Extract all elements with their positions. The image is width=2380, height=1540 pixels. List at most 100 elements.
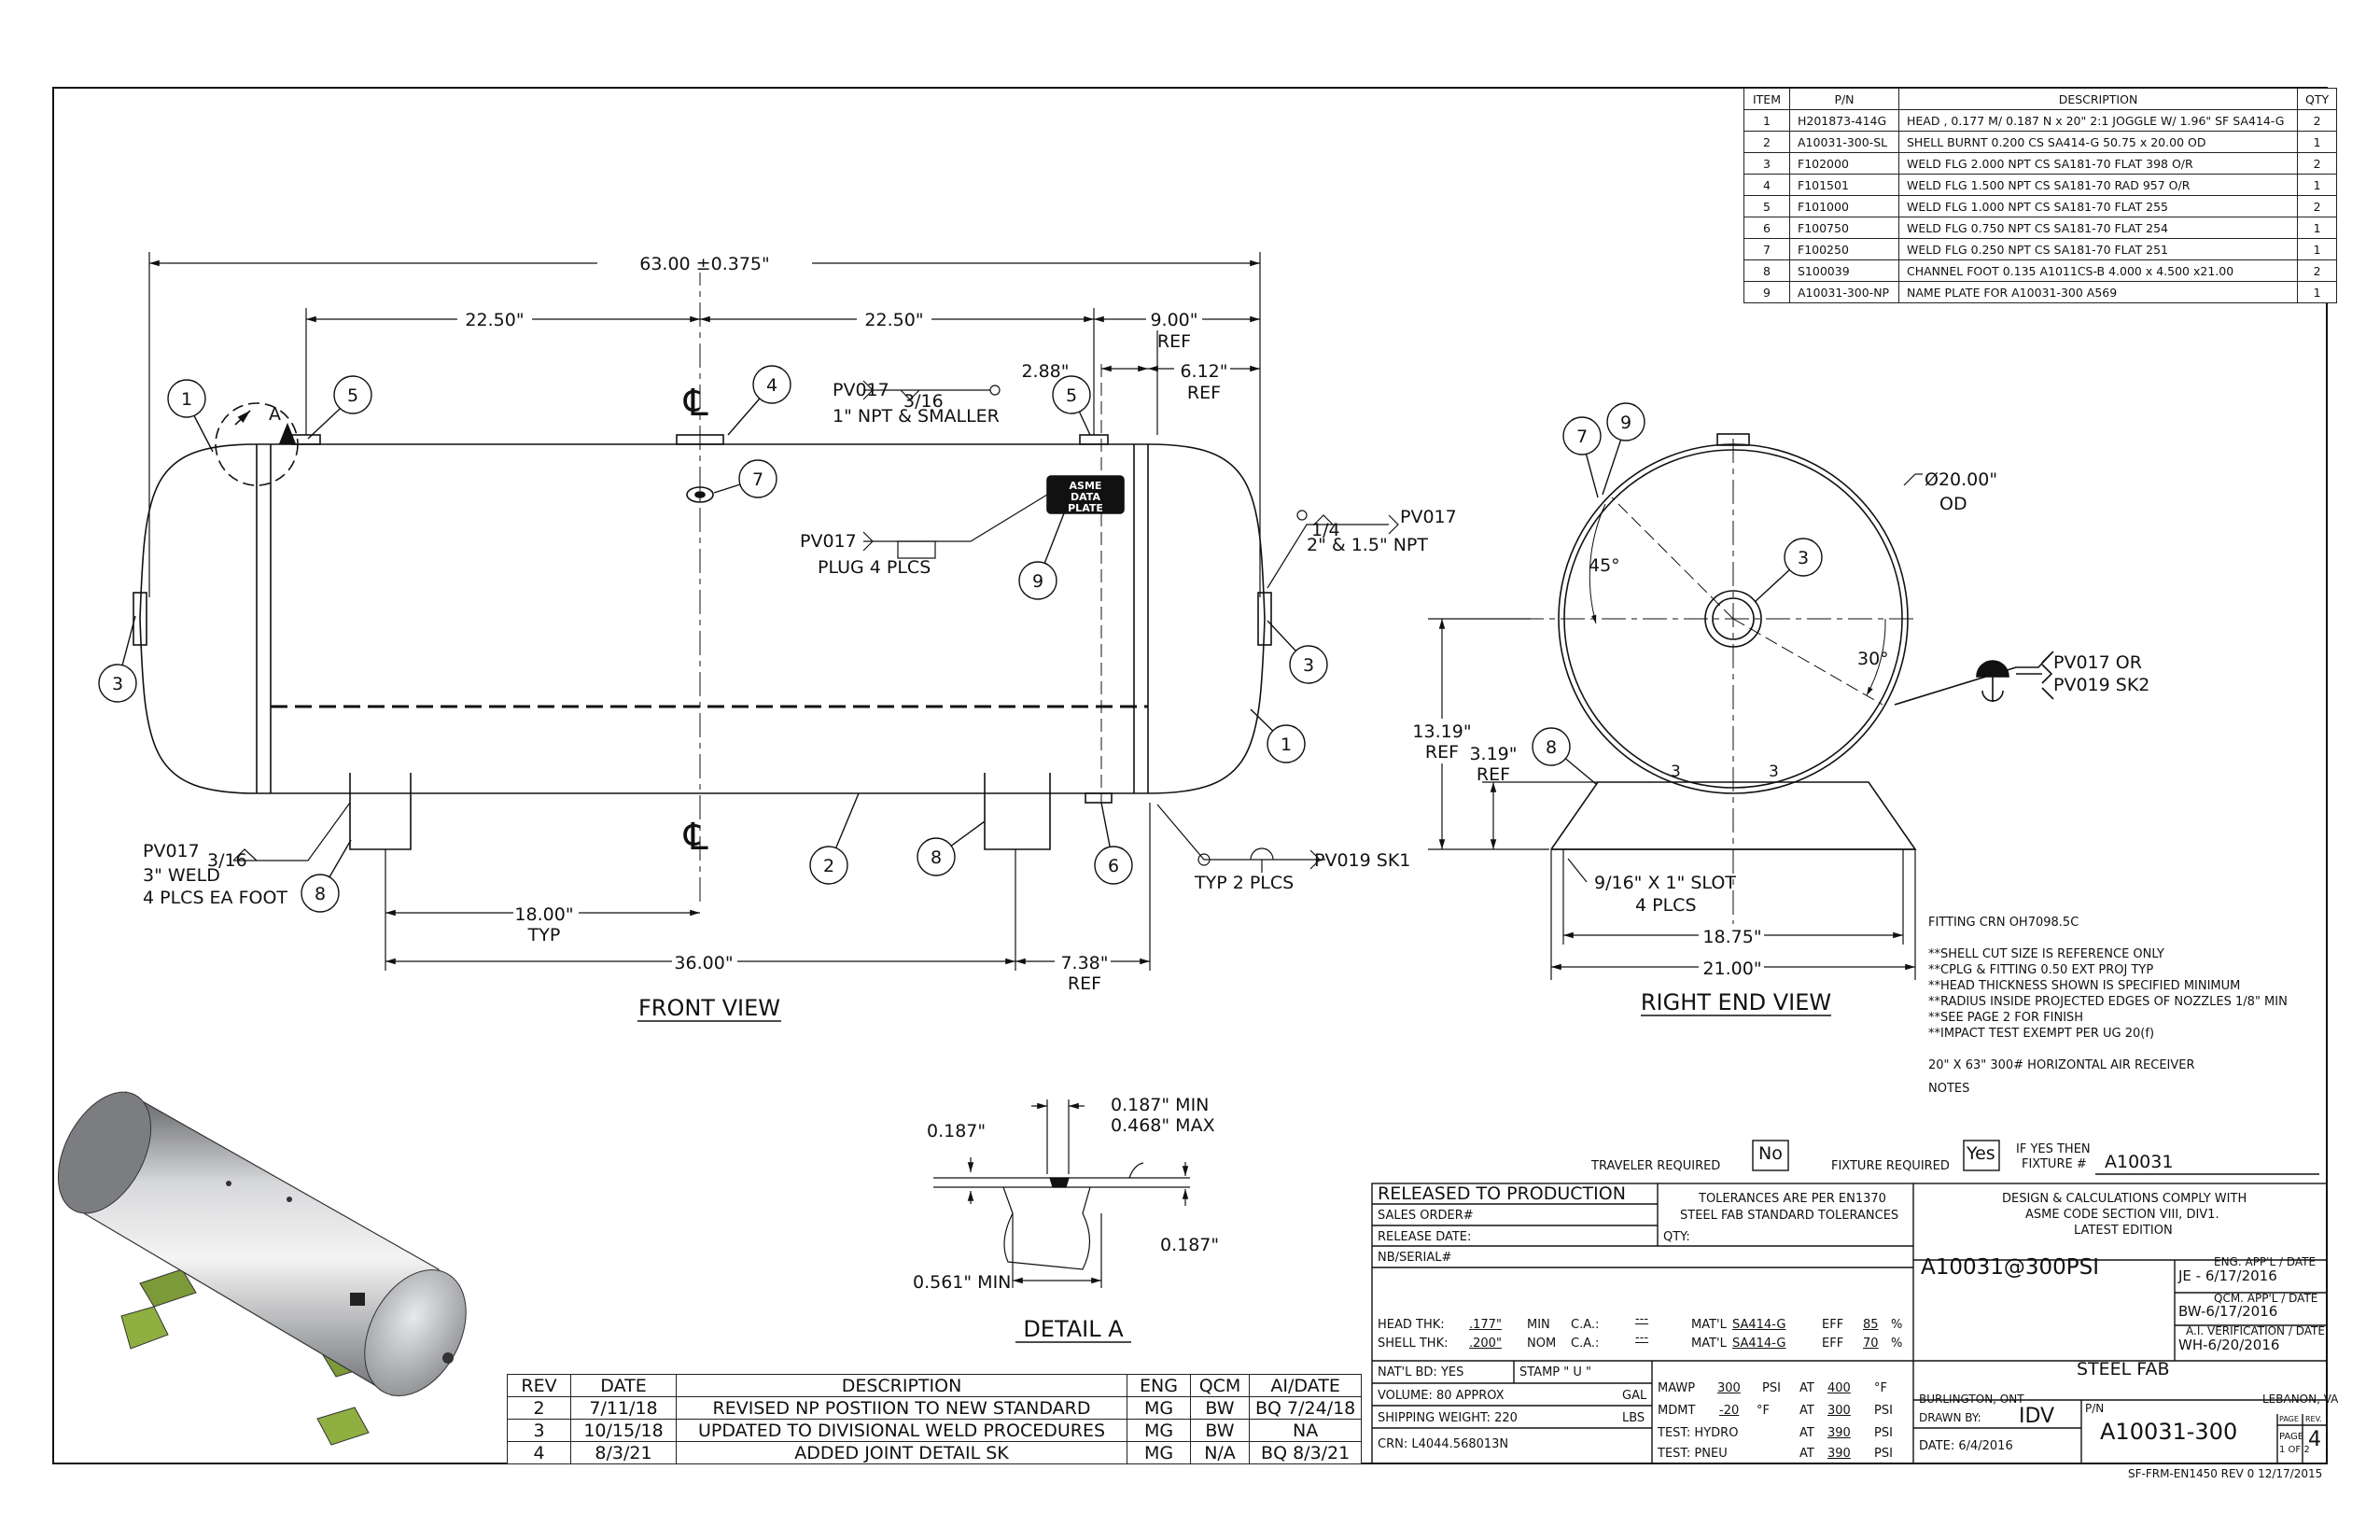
detail-t2: 0.468" MAX [1111, 1115, 1215, 1136]
detail-a-labels: 0.187" MIN 0.468" MAX 0.187" 0.187" 0.56… [913, 1095, 1219, 1343]
dim-22-50-a: 22.50" [465, 310, 524, 330]
city-right: LEBANON, VA [2262, 1393, 2339, 1406]
plug-code: PV017 [800, 531, 857, 552]
bom-desc: WELD FLG 0.250 NPT CS SA181-70 FLAT 251 [1898, 238, 2298, 260]
end-view-title: RIGHT END VIEW [1641, 989, 1831, 1016]
bom-header-row: ITEM P/N DESCRIPTION QTY [1743, 88, 2338, 110]
head-thk-label: HEAD THK: [1378, 1318, 1445, 1332]
rev-desc: UPDATED TO DIVISIONAL WELD PROCEDURES [676, 1419, 1127, 1442]
bom-item: 2 [1743, 131, 1790, 153]
bom-qty: 1 [2296, 281, 2338, 303]
iso-tank-view [57, 1091, 467, 1446]
front-view [133, 261, 1272, 905]
balloon-8-front-left: 8 [315, 884, 326, 904]
mawp-at: AT [1799, 1381, 1814, 1395]
crn: CRN: L4044.568013N [1378, 1437, 1509, 1451]
front-view-title: FRONT VIEW [637, 995, 781, 1022]
shell-thk-value: .200" [1469, 1337, 1502, 1351]
dim-22-50-b: 22.50" [864, 310, 923, 330]
balloon-5-right: 5 [1066, 385, 1077, 406]
shell-nom: NOM [1527, 1337, 1557, 1351]
bom-pn: F101501 [1789, 174, 1899, 196]
bom-desc: SHELL BURNT 0.200 CS SA414-G 50.75 x 20.… [1898, 131, 2298, 153]
weld1-note: 1" NPT & SMALLER [833, 406, 1000, 427]
mdmt-pressure-unit: PSI [1874, 1404, 1893, 1418]
detail-t3: 0.187" [927, 1121, 986, 1141]
bom-pn: S100039 [1789, 259, 1899, 282]
form-number: SF-FRM-EN1450 REV 0 12/17/2015 [2128, 1467, 2323, 1480]
traveler-label: TRAVELER REQUIRED [1591, 1159, 1721, 1173]
eng-approval-label: ENG. APP'L / DATE [2214, 1255, 2317, 1268]
head-matl-value: SA414-G [1732, 1318, 1786, 1332]
part-number: A10031-300 [2100, 1419, 2238, 1445]
weld-3a: 3 [1671, 763, 1681, 781]
bom-pn: H201873-414G [1789, 109, 1899, 132]
sk1-note: TYP 2 PLCS [1194, 873, 1294, 893]
head-ca-label: C.A.: [1571, 1318, 1600, 1332]
rev-ai: BQ 8/3/21 [1248, 1441, 1363, 1464]
bom-h-pn: P/N [1789, 88, 1899, 110]
pn-label: P/N [2085, 1402, 2105, 1415]
nameplate-line2: DATA [1071, 491, 1100, 503]
rev-eng: MG [1127, 1441, 1191, 1464]
section-letter-a: A [269, 404, 281, 425]
bom-desc: WELD FLG 0.750 NPT CS SA181-70 FLAT 254 [1898, 217, 2298, 239]
bom-item: 9 [1743, 281, 1790, 303]
rev-header-row: REV DATE DESCRIPTION ENG QCM AI/DATE [507, 1374, 1363, 1397]
rev-h-qcm: QCM [1190, 1374, 1250, 1397]
head-eff-label: EFF [1822, 1318, 1844, 1332]
bom-pn: A10031-300-SL [1789, 131, 1899, 153]
rev-desc: ADDED JOINT DETAIL SK [676, 1441, 1127, 1464]
detail-t4: 0.187" [1160, 1235, 1219, 1255]
nb-serial: NB/SERIAL# [1378, 1251, 1452, 1265]
rev-ai: NA [1248, 1419, 1363, 1442]
head-eff-value: 85 [1863, 1318, 1879, 1332]
dim-3-19-ref: REF [1477, 764, 1510, 785]
company-name: STEEL FAB [2077, 1359, 2170, 1379]
shell-ca-value: --- [1635, 1331, 1649, 1345]
weld2-size: 1/4 [1311, 520, 1340, 540]
bom-desc: CHANNEL FOOT 0.135 A1011CS-B 4.000 x 4.5… [1898, 259, 2298, 282]
natl-bd: NAT'L BD: YES [1378, 1365, 1464, 1379]
title-block-lines [1371, 1140, 2328, 1464]
nameplate-line1: ASME [1070, 480, 1102, 492]
balloon-3-end: 3 [1798, 548, 1809, 568]
rev-date: 8/3/21 [570, 1441, 677, 1464]
balloon-9-front: 9 [1032, 571, 1043, 592]
front-view-label: FRONT VIEW [638, 995, 780, 1021]
balloon-1-left: 1 [181, 389, 192, 410]
nameplate-line3: PLATE [1068, 502, 1103, 514]
centerline-symbol-top: ℄ [683, 382, 708, 425]
mdmt-label: MDMT [1658, 1404, 1696, 1418]
rev-date: 10/15/18 [570, 1419, 677, 1442]
notes-block: FITTING CRN OH7098.5C **SHELL CUT SIZE I… [1928, 915, 2288, 1097]
dim-9-00-ref: REF [1157, 331, 1191, 352]
shipping-weight: SHIPPING WEIGHT: 220 [1378, 1411, 1518, 1425]
angle-30: 30° [1857, 649, 1889, 669]
rev-h-rev: REV [507, 1374, 571, 1397]
rev-eng: MG [1127, 1396, 1191, 1420]
page-value: 1 OF 2 [2279, 1445, 2310, 1455]
hydro-unit: PSI [1874, 1426, 1893, 1440]
bom-h-desc: DESCRIPTION [1898, 88, 2298, 110]
balloon-4: 4 [766, 375, 777, 396]
front-dimensions [148, 252, 1261, 971]
hydro-at: AT [1799, 1426, 1814, 1440]
note-line: **SEE PAGE 2 FOR FINISH [1928, 1011, 2084, 1025]
foot-weld-size: 3/16 [207, 850, 247, 871]
bom-qty: 1 [2296, 131, 2338, 153]
bom-desc: WELD FLG 1.000 NPT CS SA181-70 FLAT 255 [1898, 195, 2298, 217]
mawp-value: 300 [1717, 1381, 1741, 1395]
shell-matl-value: SA414-G [1732, 1337, 1786, 1351]
rev-desc: REVISED NP POSTIION TO NEW STANDARD [676, 1396, 1127, 1420]
mdmt-value: -20 [1719, 1404, 1740, 1418]
mawp-label: MAWP [1658, 1381, 1696, 1395]
rev-value: 4 [2308, 1428, 2321, 1451]
